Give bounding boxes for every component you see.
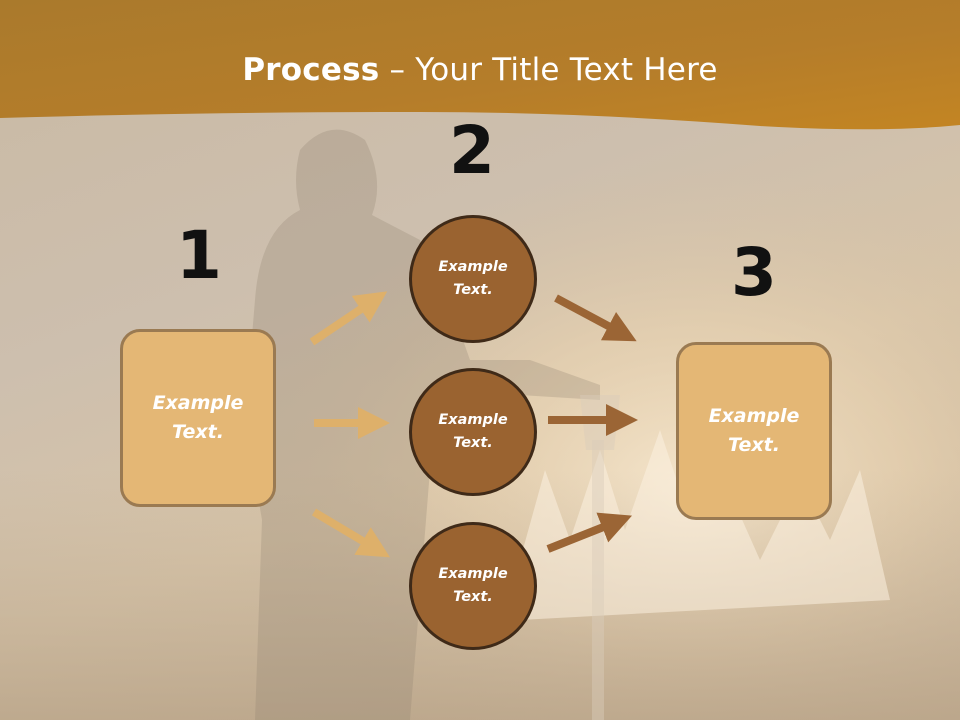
circle-bottom-text: Example Text. — [438, 566, 508, 605]
circle-top[interactable]: Example Text. — [409, 215, 537, 343]
circle-top-text: Example Text. — [438, 259, 508, 298]
flame-shape — [520, 430, 890, 620]
step-number-1: 1 — [176, 217, 222, 294]
title-bold: Process — [242, 52, 380, 88]
right-box[interactable]: Example Text. — [676, 342, 832, 520]
right-box-text: Example Text. — [708, 405, 800, 456]
arrow-bottom-to-right — [546, 512, 633, 553]
title-banner — [0, 0, 960, 130]
circle-middle[interactable]: Example Text. — [409, 368, 537, 496]
step-number-2: 2 — [449, 112, 495, 189]
left-box-text: Example Text. — [152, 392, 244, 443]
arrow-left-to-top — [309, 291, 388, 346]
circle-bottom[interactable]: Example Text. — [409, 522, 537, 650]
title-rest: – Your Title Text Here — [379, 52, 718, 88]
left-box[interactable]: Example Text. — [120, 329, 276, 507]
step-number-3: 3 — [731, 234, 777, 311]
slide-title: Process – Your Title Text Here — [0, 52, 960, 88]
circle-middle-text: Example Text. — [438, 412, 508, 451]
arrow-top-to-right — [554, 294, 637, 342]
arrow-left-to-bottom — [311, 508, 391, 558]
